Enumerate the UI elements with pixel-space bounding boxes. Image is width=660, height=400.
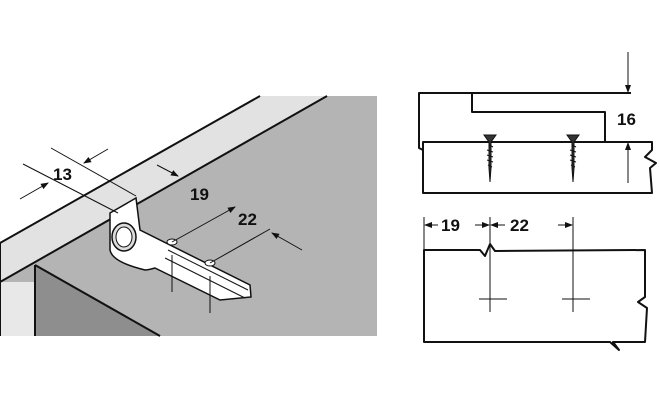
side-panel-edge [0,282,35,336]
isometric-view: 13 19 22 [0,95,377,337]
dim-top-hole-spacing: 22 [510,216,529,235]
dim-edge-offset: 13 [53,165,72,184]
screw-icon [566,134,580,183]
cabinet-panel [0,96,377,336]
dim-hole-1: 19 [190,185,209,204]
iso-dimension-lines [19,147,303,264]
dim-height: 16 [617,110,636,129]
dim-top-hole-1: 19 [441,216,460,235]
side-view: 16 [418,52,657,194]
dim-hole-spacing: 22 [238,210,257,229]
push-latch [109,196,252,313]
screw-icon [483,134,497,183]
top-view: 19 22 [423,216,648,351]
